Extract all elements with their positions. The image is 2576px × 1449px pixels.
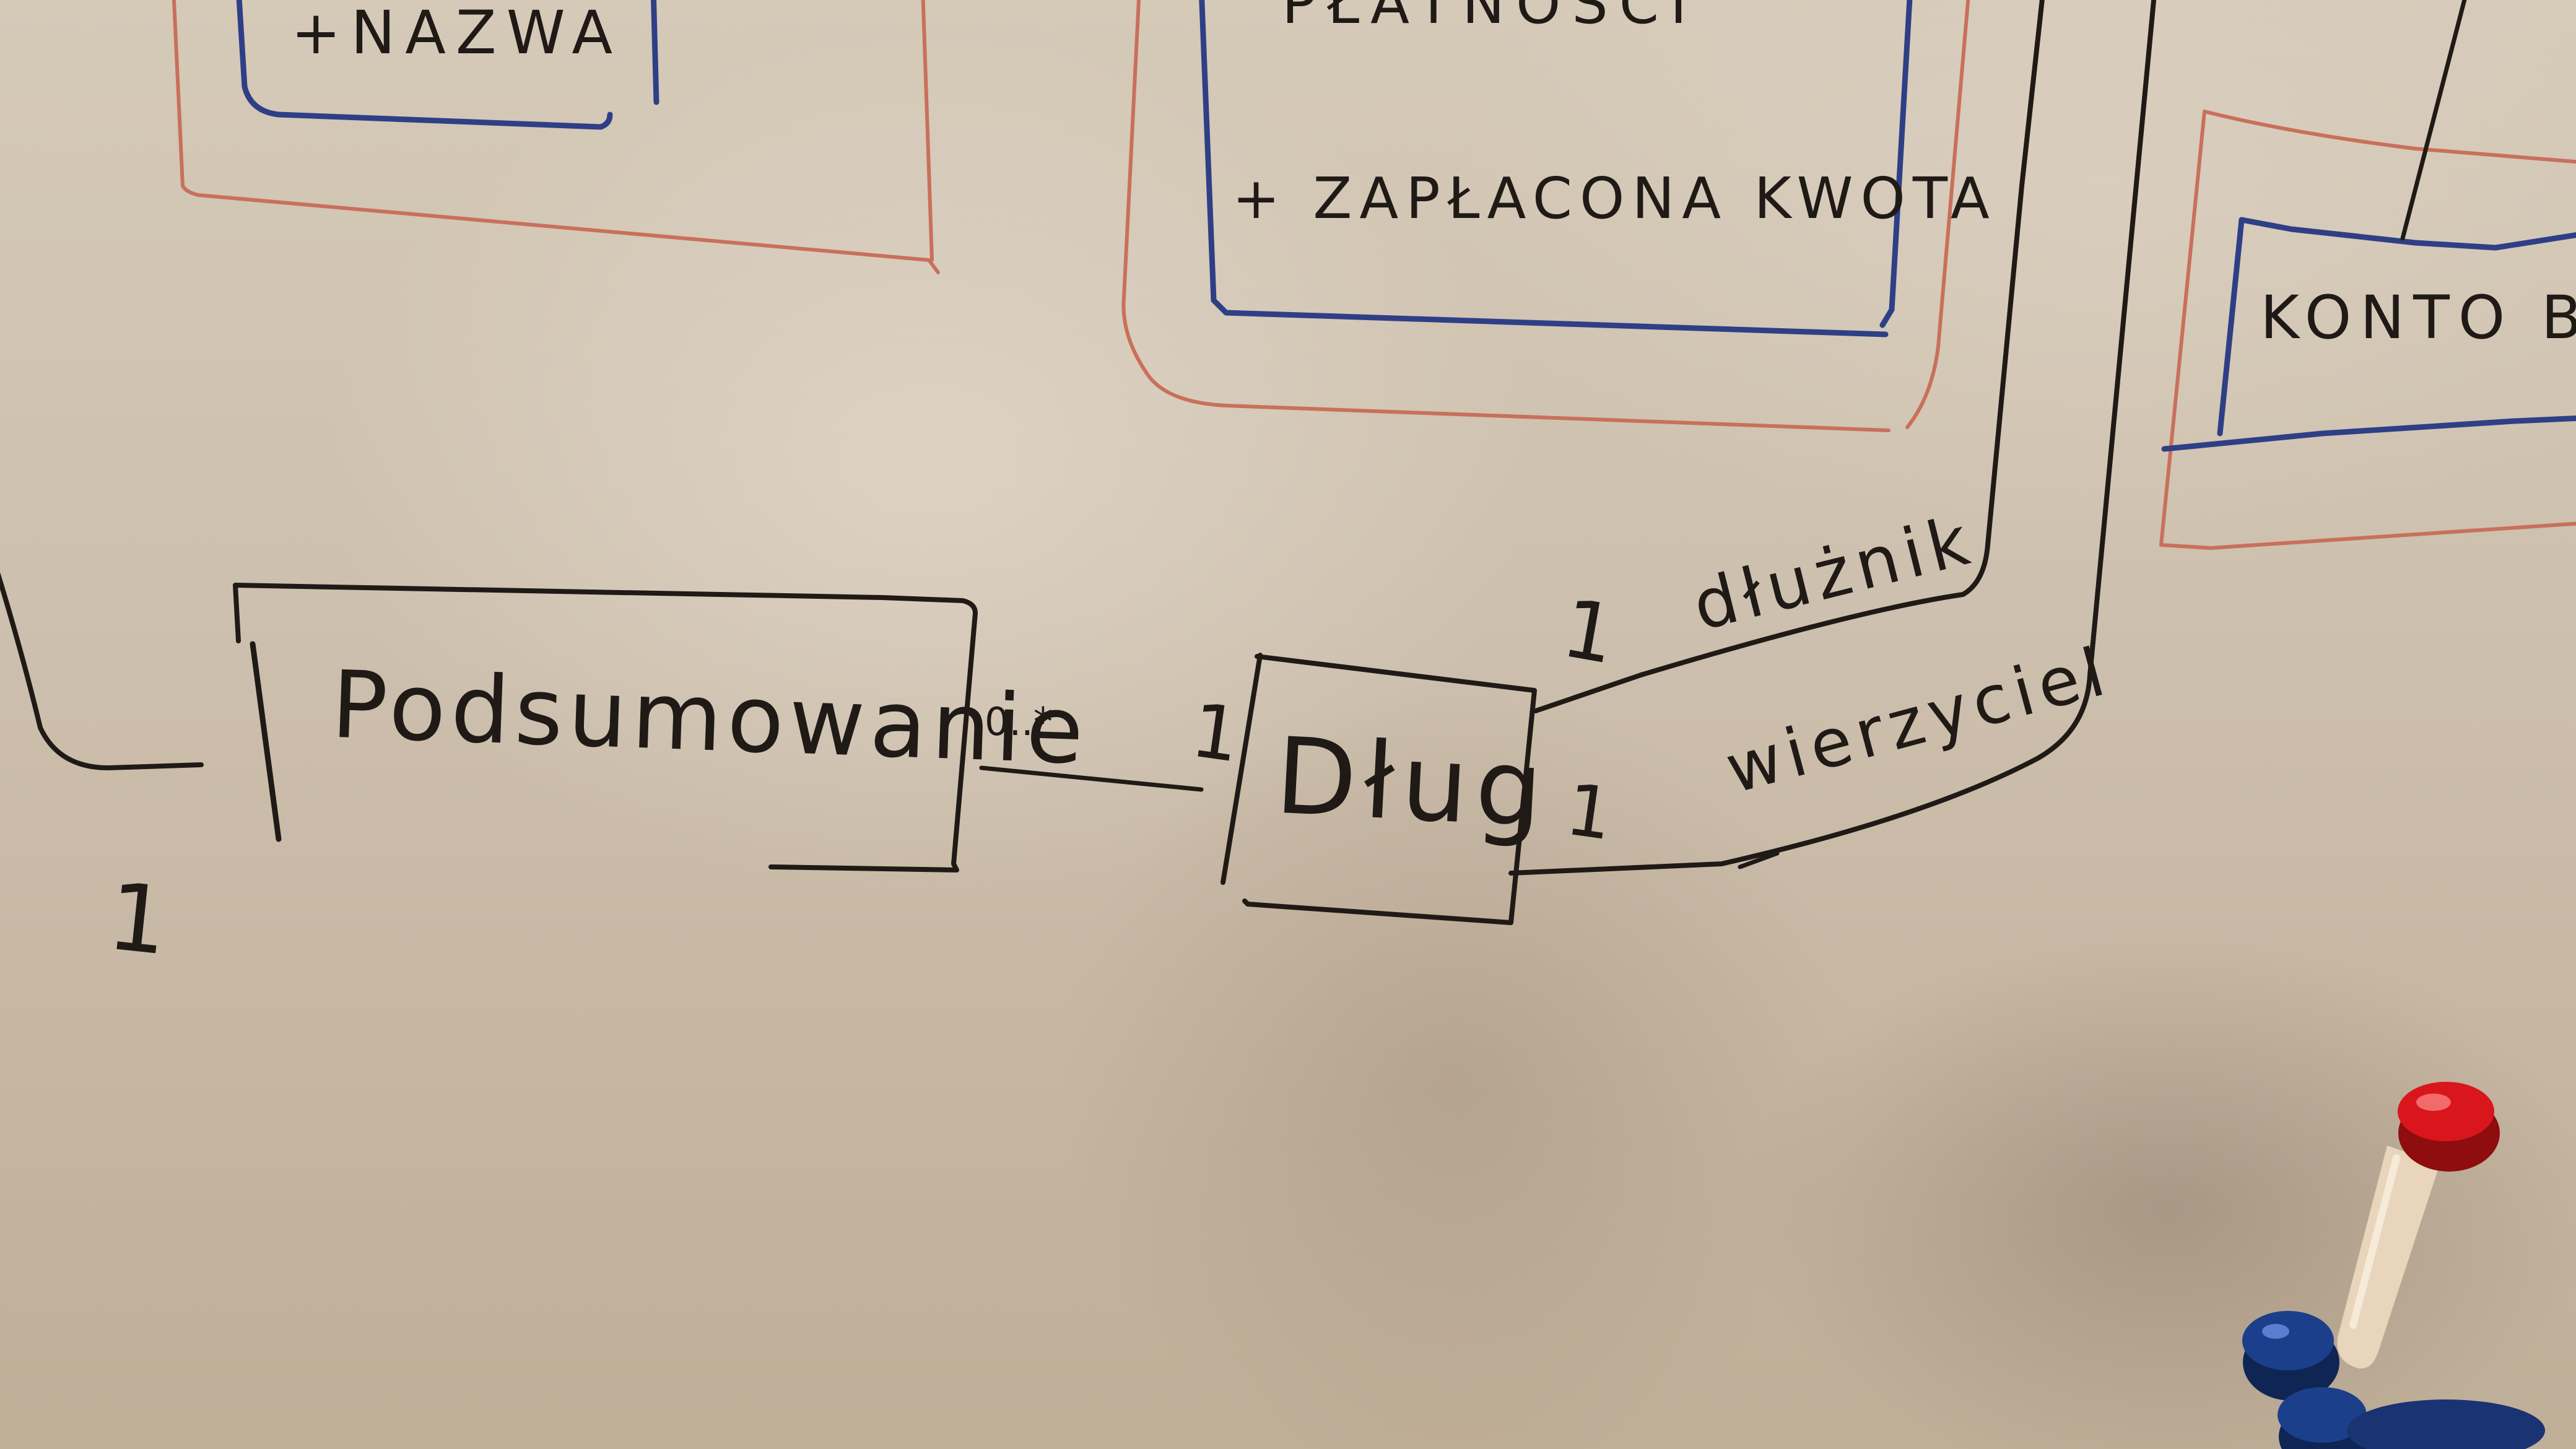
association-line-dluznik [1533,0,2045,713]
class-box-blue [2239,217,2576,251]
association-line [2400,0,2467,241]
association-line-left [0,572,204,770]
class-box-blue [651,0,659,105]
entity-frame-red [2203,110,2576,164]
entity-frame-red [2159,110,2576,550]
class-box-blue [2217,217,2245,437]
attribute-nazwa: +NAZWA [291,0,623,67]
blue-magnet [2278,1387,2545,1449]
class-box-blue [2161,415,2576,452]
attribute-zaplacona-kwota: + ZAPŁACONA KWOTA [1232,165,1997,232]
marker-pen [2337,1146,2440,1369]
class-box-podsumowanie [250,641,282,842]
arrow-tick [1738,851,1780,869]
lighting-shadow [1053,681,1858,1449]
association-line-podsumowanie-dlug [979,765,1204,792]
class-title-konto-bankowe: KONTO BAN [2260,283,2576,352]
multiplicity-podsumowanie: 0..* [985,699,1053,744]
lighting-shadow [1734,929,2576,1449]
class-title-platnosci: PŁATNOŚCI [1282,0,1699,37]
class-box-podsumowanie [233,583,978,872]
multiplicity-left-link: 1 [103,863,173,977]
class-box-blue [236,0,613,130]
class-box-blue [1199,0,1889,337]
class-title-podsumowanie: Podsumowanie [329,651,1090,786]
red-magnet [2398,1082,2500,1172]
class-box-blue [1879,0,1913,328]
association-line-wierzyciel [1508,0,2157,876]
blue-magnet [2242,1311,2339,1401]
entity-frame-red [1905,0,1970,429]
class-title-dlug: Dług [1273,715,1553,852]
class-box-dlug [1221,653,1537,925]
entity-frame-red [172,0,940,274]
entity-frame-red [921,0,934,262]
entity-frame-red [1121,0,1891,432]
